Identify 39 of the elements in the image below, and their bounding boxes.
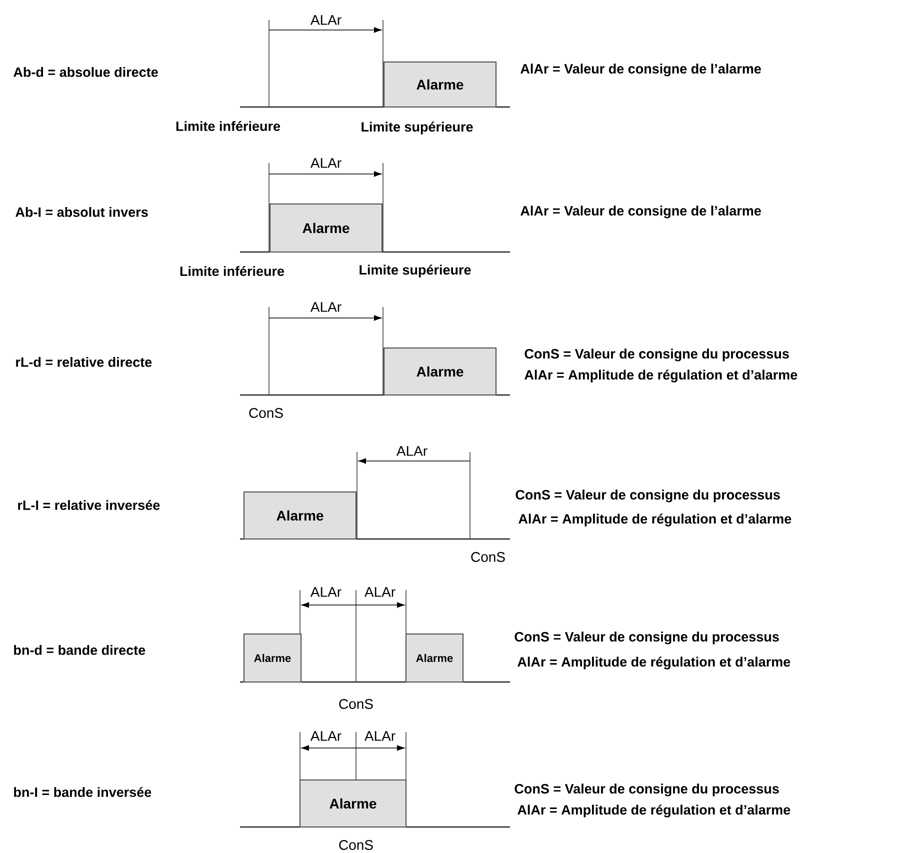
dimension-label: ALAr xyxy=(396,446,428,456)
mode-label: bn-I = bande inversée xyxy=(14,786,152,797)
alarm-box: Alarme xyxy=(244,633,302,682)
mode-label: Ab-d = absolue directe xyxy=(14,67,158,77)
definition-text: ConS = Valeur de consigne du processus xyxy=(514,632,779,644)
definition-text: ConS = Valeur de consigne du processus xyxy=(516,490,780,502)
mode-label: bn-d = bande directe xyxy=(14,645,146,655)
definition-text: ConS = Valeur de consigne du processus xyxy=(514,784,779,796)
limit-label: Limite supérieure xyxy=(360,264,471,278)
dimension-label: ALAr xyxy=(310,158,342,168)
alarm-box: Alarme xyxy=(270,203,382,252)
definition-text: AlAr = Amplitude de régulation et d’alarme xyxy=(518,804,790,818)
mode-label: Ab-I = absolut invers xyxy=(16,207,148,217)
alarm-box: Alarme xyxy=(384,61,496,108)
definition-text: AlAr = Valeur de consigne de l’alarme xyxy=(520,64,761,76)
limit-label: Limite inférieure xyxy=(180,266,284,276)
dimension-label: ALAr xyxy=(310,587,342,597)
definition-text: AlAr = Amplitude de régulation et d’alarme xyxy=(518,514,792,526)
setpoint-label: ConS xyxy=(471,552,505,562)
dimension-label: ALAr xyxy=(364,731,396,741)
dimension-label: ALAr xyxy=(310,15,342,25)
definition-text: AlAr = Valeur de consigne de l’alarme xyxy=(520,206,761,218)
dimension-label: ALAr xyxy=(310,731,342,741)
limit-label: Limite supérieure xyxy=(362,122,473,134)
definition-text: AlAr = Amplitude de régulation et d’alarme xyxy=(524,370,798,382)
setpoint-label: ConS xyxy=(249,408,283,418)
mode-label: rL-d = relative directe xyxy=(16,357,152,367)
setpoint-label: ConS xyxy=(339,699,373,709)
mode-label: rL-I = relative inversée xyxy=(18,500,160,510)
definition-text: AlAr = Amplitude de régulation et d’alarme xyxy=(518,656,790,670)
limit-label: Limite inférieure xyxy=(176,120,280,131)
dimension-label: ALAr xyxy=(310,302,342,312)
alarm-box: Alarme xyxy=(384,347,496,396)
alarm-box: Alarme xyxy=(300,779,406,828)
dimension-label: ALAr xyxy=(364,587,396,597)
setpoint-label: ConS xyxy=(339,840,373,850)
alarm-box: Alarme xyxy=(244,491,356,540)
alarm-box: Alarme xyxy=(406,633,464,682)
definition-text: ConS = Valeur de consigne du processus xyxy=(524,348,789,362)
